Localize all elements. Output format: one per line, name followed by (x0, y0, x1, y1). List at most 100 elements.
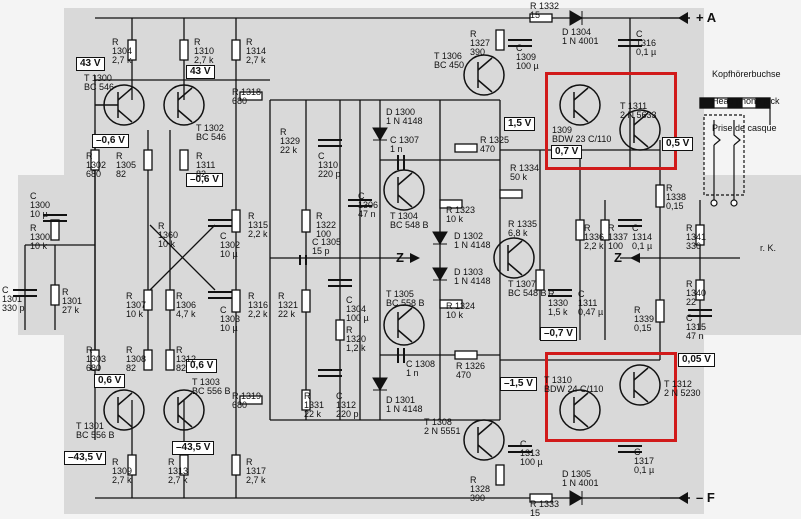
component-label-line: R (304, 391, 311, 401)
component-label-line: 4,7 k (176, 309, 196, 319)
component-label-line: D 1305 (562, 469, 592, 479)
component-label-line: T 1303 (192, 377, 220, 387)
component-label-line: 100 µ (346, 313, 369, 323)
component-label-line: 50 k (510, 172, 528, 182)
component-label-line: 27 k (62, 305, 80, 315)
component-label-line: 1304 (112, 46, 133, 56)
component-label-line: 0,47 µ (578, 307, 604, 317)
component-label-line: 1314 (632, 232, 653, 242)
component-label-line: 1311 (578, 298, 598, 308)
component-label-line: 22 k (280, 145, 298, 155)
component-label-line: 22 k (278, 309, 296, 319)
component-label-line: 100 (316, 229, 332, 239)
component-label-line: R 1323 (446, 205, 476, 215)
component-label-line: T 1306 (434, 51, 462, 61)
component-label-line: 1317 (246, 466, 267, 476)
headphone-rk-label: r. K. (760, 243, 777, 253)
component-label-line: R (158, 221, 165, 231)
component-label-line: 1,2 k (346, 343, 366, 353)
component-label-line: 470 (480, 144, 496, 154)
component-label-line: C 1307 (390, 135, 420, 145)
highlight-box-upper-output (545, 72, 677, 170)
component-label-line: 330 p (2, 303, 25, 313)
component-label-line: 1312 (336, 400, 357, 410)
component-label-line: 680 (86, 363, 102, 373)
component-label-line: C (358, 191, 365, 201)
transistors (95, 54, 661, 461)
component-label-line: C (220, 231, 227, 241)
component-label-line: 1312 (176, 354, 197, 364)
component-label-line: C (318, 151, 325, 161)
component-label-line: 390 (470, 47, 486, 57)
component-label-line: R (116, 151, 123, 161)
component-label-line: C 1308 (406, 359, 436, 369)
component-label-line: R (248, 211, 255, 221)
component-label-line: 10 k (30, 241, 48, 251)
component-label-line: T 1301 (76, 421, 104, 431)
component-label-line: R (112, 37, 119, 47)
component-label-line: 1311 (196, 160, 216, 170)
component-label-line: 1336 (584, 232, 605, 242)
component-label-line: 330 (686, 241, 702, 251)
component-label-line: 1 N 4001 (562, 36, 599, 46)
component-label-line: 470 (456, 370, 472, 380)
node-label-z-left: Z (396, 250, 404, 265)
component-label-line: R (86, 151, 93, 161)
component-label-line: 1306 (176, 300, 197, 310)
component-label-line: 1313 (520, 448, 541, 458)
component-label-line: 1337 (608, 232, 629, 242)
voltage-tag: –0,7 V (540, 327, 577, 341)
component-label-line: 2,2 k (248, 229, 268, 239)
component-label-line: 2,2 k (584, 241, 604, 251)
component-label-line: C (2, 285, 9, 295)
component-label-line: R (62, 287, 69, 297)
component-label-line: R 1326 (456, 361, 486, 371)
component-label-line: 1309 (516, 52, 537, 62)
component-label-line: R 1325 (480, 135, 510, 145)
component-label-line: 1360 (158, 230, 179, 240)
component-label-line: BC 556 B (76, 430, 115, 440)
component-label-line: 1304 (346, 304, 367, 314)
component-label-line: R (346, 325, 353, 335)
component-label-line: 1331 (304, 400, 325, 410)
component-label-line: 1317 (634, 456, 655, 466)
diodes (372, 10, 583, 506)
component-label-line: 1303 (86, 354, 107, 364)
rail-arrows (410, 12, 688, 504)
component-label-line: 10 k (446, 310, 464, 320)
component-label-line: D 1302 (454, 231, 484, 241)
voltage-tag: 0,6 V (94, 374, 126, 388)
component-label-line: 100 µ (516, 61, 539, 71)
rail-label-neg: – F (696, 490, 715, 505)
component-label-line: 680 (232, 96, 248, 106)
component-label-line: R (548, 289, 555, 299)
component-label-line: C (578, 289, 585, 299)
component-label-line: 22 k (304, 409, 322, 419)
headphone-caption-en: Head phone jack (712, 96, 780, 106)
component-label-line: 0,1 µ (636, 47, 657, 57)
component-label-line: R (470, 29, 477, 39)
component-label-line: 1306 (358, 200, 379, 210)
